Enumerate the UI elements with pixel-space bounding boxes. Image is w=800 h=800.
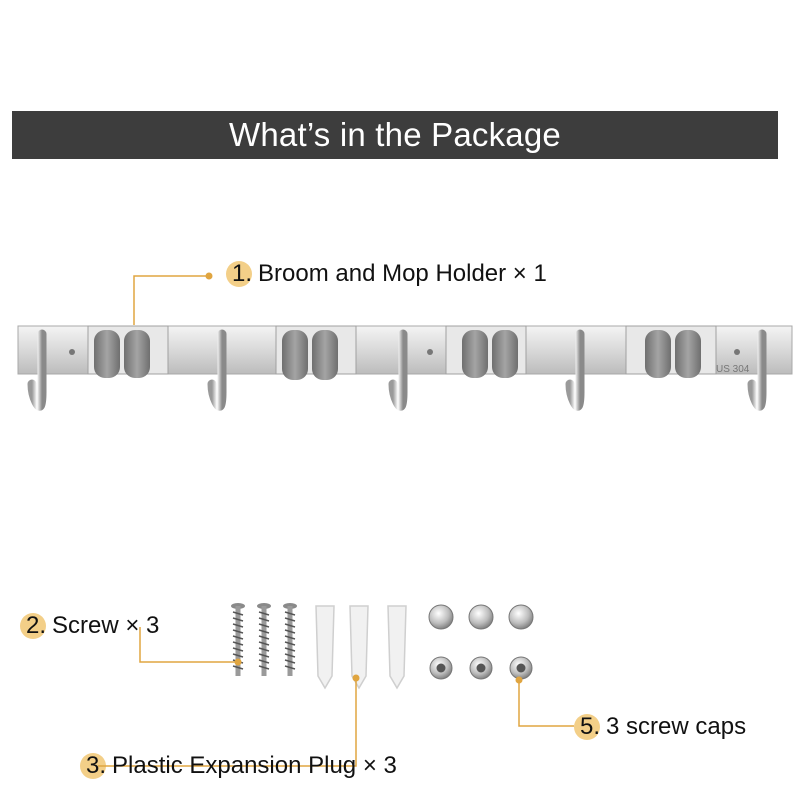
cap [428, 604, 454, 630]
leader-1 [133, 275, 206, 325]
item-label-holder: 1. Broom and Mop Holder × 1 [225, 260, 547, 288]
plug [315, 605, 335, 690]
screw-icon [231, 603, 297, 676]
screw [283, 603, 297, 676]
screw [257, 603, 271, 676]
plug [387, 605, 407, 690]
leader-2 [139, 627, 236, 663]
leader-lines [98, 272, 574, 767]
item-number-badge: 5. [573, 713, 601, 740]
mount-hole [734, 349, 740, 355]
hook [747, 329, 767, 411]
mop-clip [87, 325, 169, 378]
item-label-caps: 5. 3 screw caps [573, 713, 747, 741]
steel-stamp: US 304 [716, 364, 750, 375]
package-title: What’s in the Package [229, 116, 561, 153]
leader-5 [518, 680, 574, 727]
hooks [27, 329, 767, 411]
hook [27, 329, 47, 411]
screw-cap-icon [428, 604, 534, 630]
mop-clip [625, 325, 717, 378]
cap [508, 604, 534, 630]
holder-rack-image: US 304 [17, 325, 793, 411]
mount-hole [427, 349, 433, 355]
item-label-screw: 2. Screw × 3 [19, 612, 160, 640]
item-number-badge: 3. [79, 752, 107, 779]
item-number-badge: 1. [225, 260, 253, 287]
item-text: Screw × 3 [52, 612, 160, 639]
item-number-badge: 2. [19, 612, 47, 639]
mount-hole [69, 349, 75, 355]
item-text: 3 screw caps [606, 713, 747, 740]
item-text: Broom and Mop Holder × 1 [258, 260, 547, 287]
mop-clip [445, 325, 527, 378]
mop-clip [275, 325, 357, 380]
expansion-plug-icon [315, 605, 407, 690]
leader-3 [98, 678, 357, 767]
plug [349, 605, 369, 690]
hook [207, 329, 227, 411]
hook [565, 329, 585, 411]
item-text: Plastic Expansion Plug × 3 [112, 752, 397, 779]
package-title-banner: What’s in the Package [12, 111, 778, 159]
item-label-plug: 3. Plastic Expansion Plug × 3 [79, 752, 397, 780]
washer-icon [429, 656, 533, 680]
cap [468, 604, 494, 630]
hook [388, 329, 408, 411]
